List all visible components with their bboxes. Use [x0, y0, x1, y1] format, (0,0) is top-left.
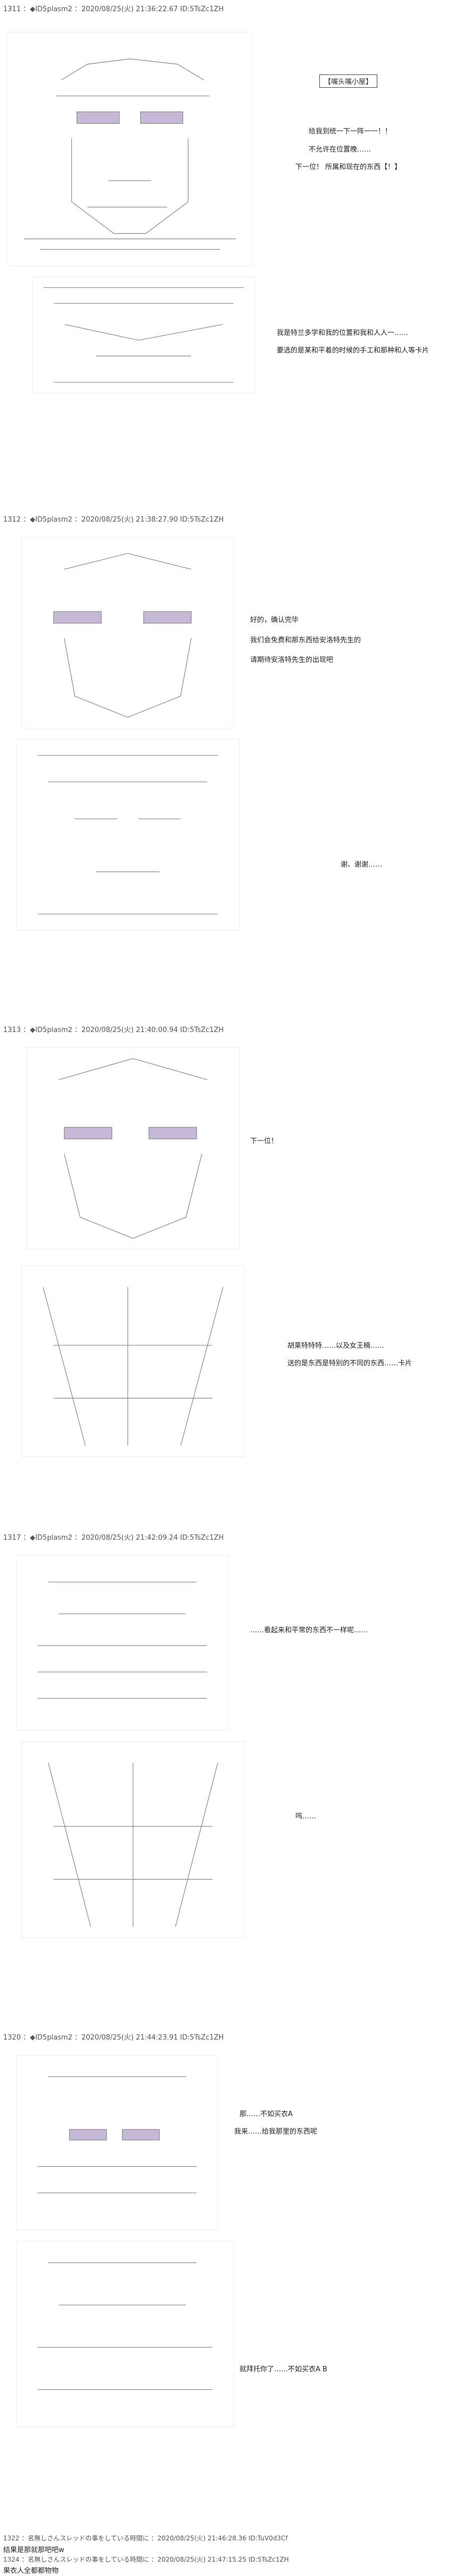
post-header: 1317 ：◆ID5plasm2 ：2020/08/25(火) 21:42:09… — [3, 1534, 224, 1542]
post-header: 1320 ：◆ID5plasm2 ：2020/08/25(火) 21:44:23… — [3, 2034, 224, 2042]
dialogue-line: 我是特兰多学和我的位置和我和人人一…… — [277, 329, 409, 337]
ascii-art-face — [7, 32, 252, 266]
post-header: 1311 ：◆ID5plasm2 ：2020/08/25(火) 21:36:22… — [3, 5, 224, 13]
caption-box: 【嘴头嘴小屋】 — [319, 74, 378, 88]
dialogue-line: 给我到统一下一阵一一！！ — [309, 128, 392, 136]
dialogue-line: 我们会免费和那东西给安洛特先生的 — [250, 636, 361, 644]
reply-header: 1324 ：名無しさんスレッドの事をしている時間に ：2020/08/25(火)… — [3, 2556, 289, 2563]
ascii-art-face — [16, 2055, 218, 2230]
dialogue-line: 要选的是某和平着的时候的手工和那种和人等卡片 — [277, 347, 429, 355]
ascii-art-face-drawing — [53, 553, 192, 718]
ascii-art-figure — [32, 276, 255, 393]
reply-header: 1322 ：名無しさんスレッドの事をしている時間に ：2020/08/25(火)… — [3, 2535, 288, 2542]
ascii-art-face — [21, 537, 234, 728]
ascii-art-figure-drawing — [37, 2262, 213, 2390]
dialogue-line: 好的，确认完毕 — [250, 616, 299, 624]
ascii-art-face-drawing — [23, 58, 236, 250]
reply-text: 结果是那就那吧吧w — [3, 2546, 64, 2554]
dialogue-line: ……看起来和平常的东西不一样呢…… — [250, 1626, 368, 1634]
ascii-art-face — [16, 1555, 229, 1731]
ascii-art-couple — [21, 1741, 245, 1938]
ascii-art-figure-drawing — [43, 287, 244, 383]
post-header: 1313 ：◆ID5plasm2 ：2020/08/25(火) 21:40:00… — [3, 1026, 224, 1034]
dialogue-line: 下一位！ 所属和现在的东西【！】 — [295, 163, 402, 171]
dialogue-line: 胡莱特特特……以及女王楠…… — [287, 1342, 385, 1350]
ascii-art-face-drawing — [59, 1058, 208, 1239]
reply-text: 果衣人全都都物物 — [3, 2567, 59, 2575]
ascii-art-girl — [16, 739, 239, 930]
ascii-art-face — [27, 1047, 239, 1249]
dialogue-line: 送的是东西是特别的不同的东西……卡片 — [287, 1360, 412, 1367]
dialogue-line: 不允许在位置晚…… — [309, 146, 371, 154]
ascii-art-face-drawing — [37, 1582, 208, 1699]
dialogue-line: 请期待安洛特先生的出现吧 — [250, 656, 334, 664]
dialogue-line: 我来……给我那里的东西呢 — [234, 2128, 318, 2136]
dialogue-line: 呜…… — [295, 1813, 317, 1820]
ascii-art-face-drawing — [37, 2076, 197, 2194]
ascii-art-couple-drawing — [43, 1287, 224, 1446]
dialogue-line: 那……不如买衣A — [239, 2110, 293, 2118]
ascii-art-couple — [21, 1265, 245, 1457]
dialogue-line: 下一位！ — [250, 1137, 278, 1145]
post-header: 1312 ：◆ID5plasm2 ：2020/08/25(火) 21:38:27… — [3, 516, 224, 524]
ascii-art-couple-drawing — [48, 1763, 218, 1927]
ascii-art-figure — [16, 2241, 234, 2427]
ascii-art-girl-drawing — [37, 755, 218, 914]
dialogue-line: 就拜托你了……不如买衣A B — [239, 2365, 327, 2373]
dialogue-line: 谢、谢谢…… — [341, 861, 383, 869]
